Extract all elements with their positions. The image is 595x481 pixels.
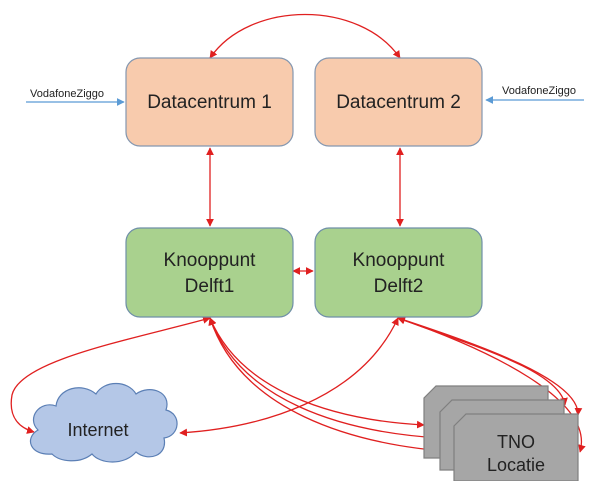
link-knooppunt1-internet [10, 316, 211, 434]
connections [10, 13, 586, 456]
tno-label-line1: TNO [497, 432, 535, 452]
knooppunt-delft1: Knooppunt Delft1 [125, 227, 294, 318]
internet-label: Internet [67, 420, 128, 440]
knooppunt-delft2-label-line1: Knooppunt [353, 250, 446, 271]
feed-label-left: VodafoneZiggo [30, 88, 104, 100]
feed-label-right: VodafoneZiggo [502, 85, 576, 97]
link-knooppunt1-tno-c [208, 317, 457, 456]
link-knooppunt2-internet [179, 317, 399, 437]
knooppunt-delft1-label-line2: Delft1 [185, 276, 235, 297]
datacentrum-2: Datacentrum 2 [314, 57, 483, 147]
knooppunt-delft1-label-line1: Knooppunt [164, 250, 257, 271]
internet-cloud: Internet [29, 382, 178, 463]
tno-card-front [453, 413, 579, 481]
external-feeds: VodafoneZiggo VodafoneZiggo [26, 85, 584, 106]
link-knooppunt2-tno-c [397, 316, 586, 453]
datacentrum-2-label: Datacentrum 2 [336, 92, 461, 113]
link-knooppunt1-tno-a [209, 317, 425, 429]
tno-label-line2: Locatie [487, 455, 545, 475]
datacentrum-1-label: Datacentrum 1 [147, 92, 272, 113]
cloud-icon [29, 382, 178, 463]
datacentrum-1: Datacentrum 1 [125, 57, 294, 147]
knooppunt-delft2-label-line2: Delft2 [374, 276, 424, 297]
knooppunt-delft2: Knooppunt Delft2 [314, 227, 483, 318]
link-datacentrum1-datacentrum2 [209, 13, 401, 59]
link-knooppunt1-tno-b [208, 317, 441, 442]
tno-locatie: TNO Locatie [423, 385, 579, 481]
